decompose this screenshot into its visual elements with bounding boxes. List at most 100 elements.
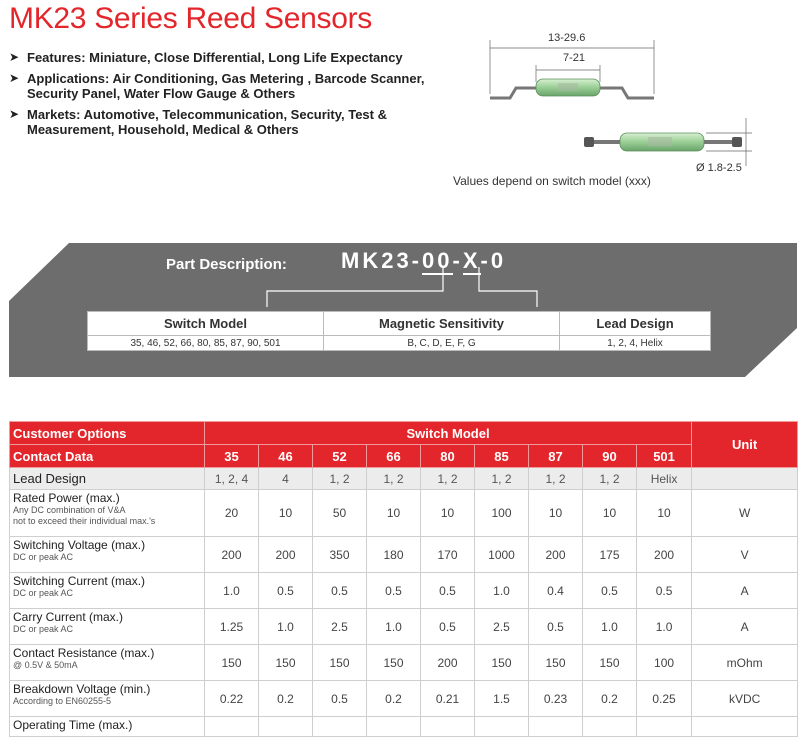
- bullet-text: Automotive, Telecommunication, Security,…: [27, 107, 387, 137]
- unit-cell: [691, 716, 799, 737]
- row-label: Switching Current (max.): [13, 574, 146, 588]
- table-cell: 0.5: [420, 572, 475, 609]
- bullet-text: Air Conditioning, Gas Metering , Barcode…: [27, 71, 425, 101]
- table-cell: 50: [312, 489, 367, 537]
- bullet-label: Markets:: [27, 107, 81, 122]
- table-cell: 200: [528, 536, 583, 573]
- table-cell: [204, 716, 259, 737]
- table-cell: 150: [582, 644, 637, 681]
- table-cell: 2.5: [474, 608, 529, 645]
- table-cell: 0.5: [635, 572, 693, 609]
- table-cell: 1.0: [366, 608, 421, 645]
- contact-data-header: Contact Data: [9, 444, 205, 468]
- row-sublabel: @ 0.5V & 50mA: [13, 660, 78, 670]
- table-cell: [420, 716, 475, 737]
- table-cell: 0.5: [312, 572, 367, 609]
- bullet-features: ➤ Features: Miniature, Close Differentia…: [9, 50, 429, 65]
- table-cell: 2.5: [312, 608, 367, 645]
- row-sublabel: Any DC combination of V&A: [13, 505, 126, 515]
- lead-design-cell: 1, 2: [420, 467, 475, 490]
- dim-diameter-label: Ø 1.8-2.5: [696, 162, 742, 174]
- value-switch-model: 35, 46, 52, 66, 80, 85, 87, 90, 501: [87, 335, 324, 351]
- table-cell: 150: [312, 644, 367, 681]
- table-cell: 350: [312, 536, 367, 573]
- customer-options-header: Customer Options: [9, 421, 205, 445]
- header-lead-design: Lead Design: [559, 311, 711, 336]
- arrow-icon: ➤: [9, 50, 20, 64]
- model-header-501: 501: [635, 444, 693, 468]
- table-cell: 0.5: [366, 572, 421, 609]
- table-cell: 0.5: [420, 608, 475, 645]
- unit-cell: W: [691, 489, 799, 537]
- table-cell: 1.0: [204, 572, 259, 609]
- header-magnetic-sensitivity: Magnetic Sensitivity: [323, 311, 560, 336]
- lead-design-cell: 1, 2: [474, 467, 529, 490]
- table-cell: 150: [528, 644, 583, 681]
- table-cell: 200: [635, 536, 693, 573]
- table-row: Breakdown Voltage (min.)According to EN6…: [9, 680, 799, 717]
- table-cell: 150: [204, 644, 259, 681]
- lead-design-cell: 1, 2: [582, 467, 637, 490]
- unit-cell: kVDC: [691, 680, 799, 717]
- table-cell: [312, 716, 367, 737]
- unit-cell: A: [691, 572, 799, 609]
- model-header-35: 35: [204, 444, 259, 468]
- table-cell: [474, 716, 529, 737]
- table-cell: 0.22: [204, 680, 259, 717]
- table-cell: 0.2: [582, 680, 637, 717]
- row-label-cell: Switching Current (max.)DC or peak AC: [9, 572, 205, 609]
- table-cell: 1.0: [258, 608, 313, 645]
- model-header-90: 90: [582, 444, 637, 468]
- row-label: Carry Current (max.): [13, 610, 124, 624]
- table-cell: 175: [582, 536, 637, 573]
- table-cell: 200: [258, 536, 313, 573]
- lead-design-cell: 4: [258, 467, 313, 490]
- reed-sensor-drawing: [489, 40, 752, 166]
- page-title: MK23 Series Reed Sensors: [9, 2, 372, 35]
- row-sublabel: not to exceed their individual max.'s: [13, 516, 156, 526]
- lead-design-unit-cell: [691, 467, 799, 490]
- row-label-cell: Breakdown Voltage (min.)According to EN6…: [9, 680, 205, 717]
- table-cell: 0.5: [312, 680, 367, 717]
- table-cell: 10: [582, 489, 637, 537]
- row-label-cell: Switching Voltage (max.)DC or peak AC: [9, 536, 205, 573]
- table-cell: 100: [635, 644, 693, 681]
- dim-outer-label: 13-29.6: [548, 32, 586, 44]
- table-cell: 0.5: [528, 608, 583, 645]
- row-sublabel: According to EN60255-5: [13, 696, 112, 706]
- bullet-label: Features:: [27, 50, 86, 65]
- lead-design-cell: 1, 2: [312, 467, 367, 490]
- table-row: Rated Power (max.)Any DC combination of …: [9, 489, 799, 537]
- table-cell: 0.5: [258, 572, 313, 609]
- unit-cell: V: [691, 536, 799, 573]
- value-lead-design: 1, 2, 4, Helix: [559, 335, 711, 351]
- unit-cell: mOhm: [691, 644, 799, 681]
- table-cell: 0.4: [528, 572, 583, 609]
- table-cell: 0.2: [366, 680, 421, 717]
- row-label-cell: Rated Power (max.)Any DC combination of …: [9, 489, 205, 537]
- table-cell: 1.25: [204, 608, 259, 645]
- lead-design-label: Lead Design: [9, 467, 205, 490]
- code-prefix: MK23-: [341, 248, 423, 273]
- lead-design-cell: 1, 2, 4: [204, 467, 259, 490]
- bullet-markets: ➤ Markets: Automotive, Telecommunication…: [9, 107, 429, 137]
- bullet-list: ➤ Features: Miniature, Close Differentia…: [9, 50, 429, 143]
- table-cell: [582, 716, 637, 737]
- unit-header: Unit: [691, 421, 799, 468]
- row-label: Operating Time (max.): [13, 718, 133, 732]
- table-cell: 0.21: [420, 680, 475, 717]
- row-label: Contact Resistance (max.): [13, 646, 155, 660]
- code-model: 00: [422, 248, 453, 275]
- table-cell: [258, 716, 313, 737]
- code-dash: -: [452, 248, 463, 273]
- table-cell: 10: [635, 489, 693, 537]
- model-header-80: 80: [420, 444, 475, 468]
- table-cell: 10: [258, 489, 313, 537]
- spec-table: Customer Options Switch Model Unit Conta…: [9, 421, 799, 737]
- table-cell: 150: [474, 644, 529, 681]
- table-cell: 200: [204, 536, 259, 573]
- code-sensitivity: X: [462, 248, 481, 275]
- table-cell: 180: [366, 536, 421, 573]
